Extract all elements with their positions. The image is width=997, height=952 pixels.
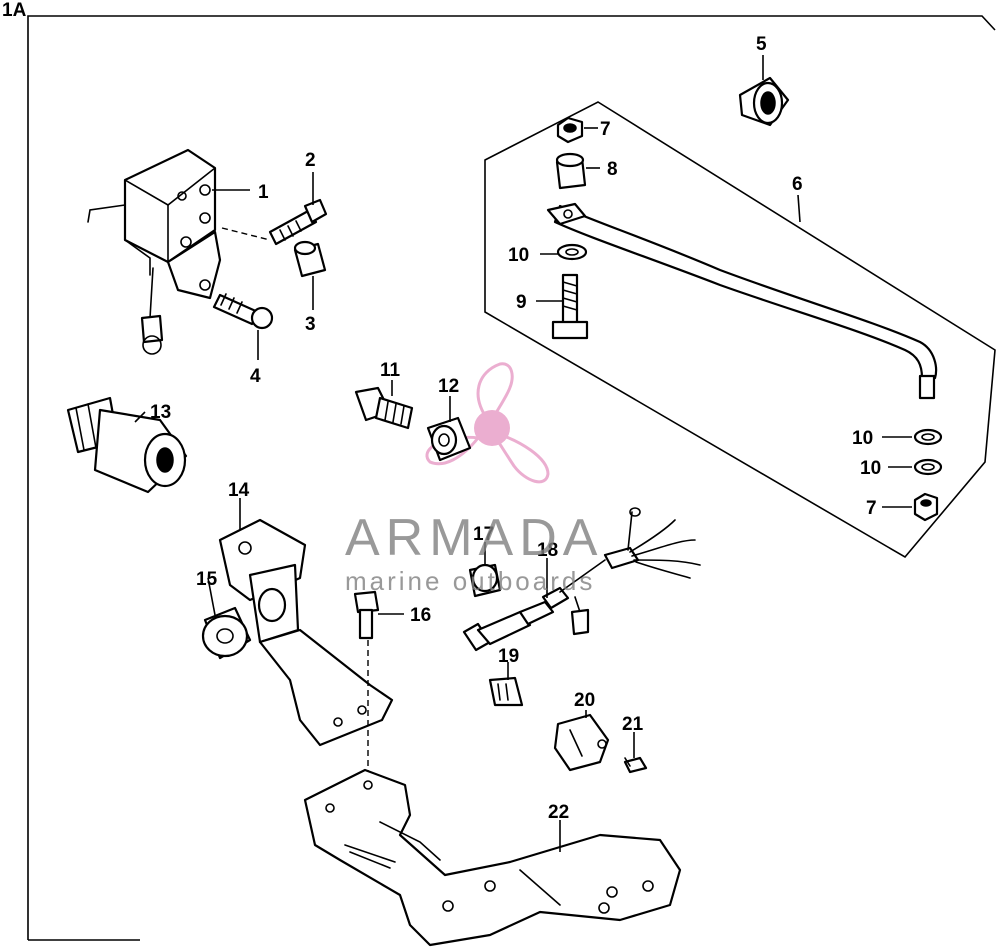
figure-label: 1A bbox=[2, 0, 27, 21]
part-13-adapter bbox=[66, 396, 188, 494]
part-1-switch bbox=[87, 148, 271, 355]
part-12-bushing bbox=[426, 416, 472, 462]
watermark-logo bbox=[425, 362, 550, 484]
part-22-base bbox=[303, 768, 682, 947]
callout-3: 3 bbox=[305, 314, 316, 335]
callout-5: 5 bbox=[756, 34, 767, 55]
page-frame bbox=[27, 15, 996, 941]
watermark-tagline: marine outboards bbox=[345, 566, 595, 596]
part-14-bracket bbox=[218, 518, 394, 790]
callout-20: 20 bbox=[574, 690, 595, 711]
part-10-washer bbox=[556, 243, 943, 476]
watermark-brand: ARMADA bbox=[345, 509, 603, 567]
callout-13: 13 bbox=[150, 402, 171, 423]
part-6-rod-kit bbox=[484, 101, 996, 559]
part-21-screw bbox=[623, 756, 648, 774]
callout-4: 4 bbox=[250, 366, 261, 387]
callout-9: 9 bbox=[516, 292, 527, 313]
part-16-bolt bbox=[353, 590, 380, 640]
part-18-harness bbox=[462, 507, 701, 652]
part-11-bolt bbox=[354, 386, 414, 430]
callout-17: 17 bbox=[473, 524, 494, 545]
part-2-screw bbox=[268, 198, 328, 246]
callout-6: 6 bbox=[792, 174, 803, 195]
part-19-clip bbox=[488, 676, 524, 707]
callout-7: 7 bbox=[600, 119, 611, 140]
part-9-bolt bbox=[551, 273, 589, 340]
part-20-bracket bbox=[553, 713, 610, 772]
part-15-grommet bbox=[201, 606, 252, 660]
callout-1: 1 bbox=[258, 182, 269, 203]
callout-7-nut-lower: 7 bbox=[866, 498, 877, 519]
callout-10: 10 bbox=[508, 245, 529, 266]
callout-labels: 1 2 3 4 5 6 7 8 9 10 11 12 13 14 15 16 1… bbox=[150, 34, 881, 823]
part-5-nut bbox=[738, 76, 790, 127]
part-8-bushing bbox=[555, 152, 587, 190]
callout-14: 14 bbox=[228, 480, 250, 501]
callout-10-washer-b: 10 bbox=[852, 428, 873, 449]
callout-22: 22 bbox=[548, 802, 569, 823]
part-4-screw bbox=[212, 293, 274, 330]
callout-11: 11 bbox=[380, 360, 401, 381]
callout-15: 15 bbox=[196, 569, 218, 590]
part-7-nut-lower bbox=[913, 492, 939, 522]
callout-19: 19 bbox=[498, 646, 519, 667]
callout-10-washer-c: 10 bbox=[860, 458, 881, 479]
callout-8: 8 bbox=[607, 159, 618, 180]
callout-12: 12 bbox=[438, 376, 459, 397]
leader-lines bbox=[134, 55, 912, 852]
callout-2: 2 bbox=[305, 150, 316, 171]
part-7-nut bbox=[556, 116, 584, 144]
part-3-spacer bbox=[293, 240, 327, 278]
callout-21: 21 bbox=[622, 714, 644, 735]
callout-18: 18 bbox=[537, 540, 558, 561]
callout-16: 16 bbox=[410, 605, 431, 626]
